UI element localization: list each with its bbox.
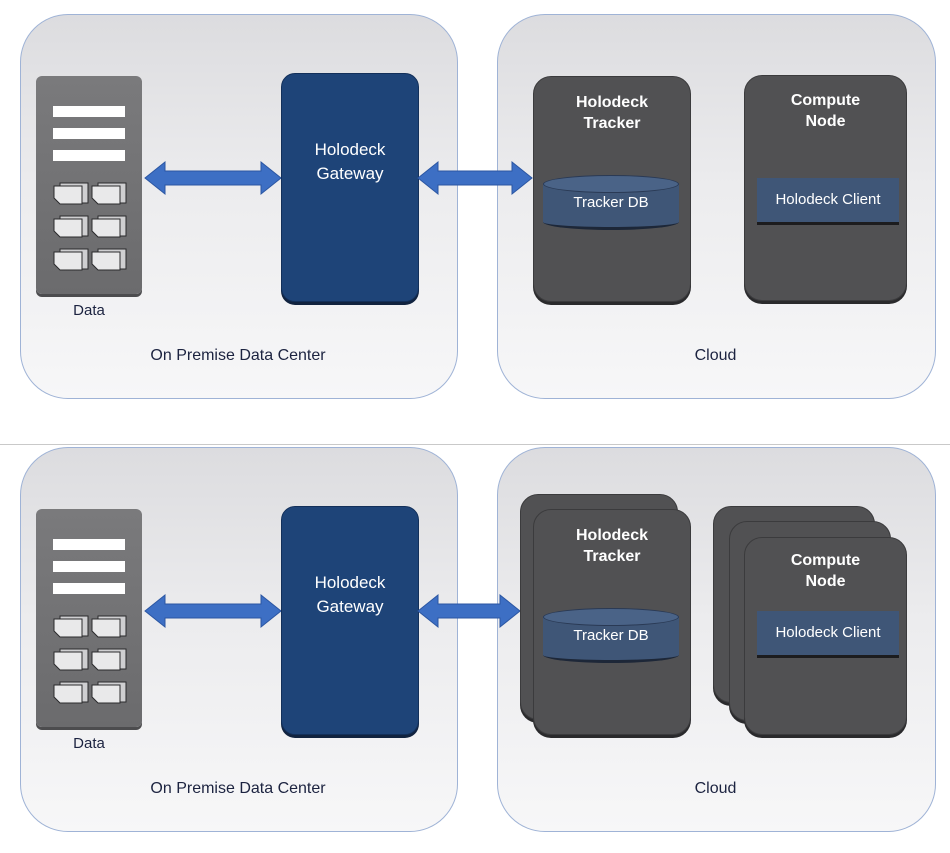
tracker-box: Holodeck Tracker Tracker DB — [533, 509, 691, 735]
compute-node-box: Compute Node Holodeck Client — [744, 537, 907, 735]
diagram-single-instance: Data Holodeck Gateway Holodeck Tracker T… — [0, 0, 950, 420]
server-rack-icon — [36, 509, 142, 727]
gateway-label: Holodeck Gateway — [314, 573, 386, 616]
cloud-label: Cloud — [694, 347, 737, 364]
compute-node-title: Compute Node — [790, 552, 861, 590]
on-premise-label: On Premise Data Center — [150, 780, 326, 797]
bidirectional-arrow-icon — [144, 160, 282, 196]
gateway-label: Holodeck Gateway — [314, 140, 386, 183]
server-rack-icon — [36, 76, 142, 294]
compute-node-box: Compute Node Holodeck Client — [744, 75, 907, 301]
diagram-scaled-instances: Data Holodeck Gateway Holodeck Tracker T… — [0, 433, 950, 853]
tracker-title: Holodeck Tracker — [575, 94, 648, 132]
bidirectional-arrow-icon — [417, 593, 521, 629]
tracker-db-icon: Tracker DB — [543, 606, 679, 664]
compute-node-title: Compute Node — [790, 92, 861, 130]
tracker-title: Holodeck Tracker — [575, 527, 648, 565]
gateway-box: Holodeck Gateway — [281, 73, 419, 302]
document-stack-icon — [53, 615, 127, 704]
holodeck-client-label: Holodeck Client — [775, 191, 881, 208]
holodeck-client-label: Holodeck Client — [775, 624, 881, 641]
divider — [0, 444, 950, 445]
tracker-db-icon: Tracker DB — [543, 173, 679, 231]
holodeck-client-box: Holodeck Client — [757, 611, 899, 658]
holodeck-client-box: Holodeck Client — [757, 178, 899, 225]
tracker-box: Holodeck Tracker Tracker DB — [533, 76, 691, 302]
on-premise-label: On Premise Data Center — [150, 347, 326, 364]
bidirectional-arrow-icon — [417, 160, 533, 196]
data-label: Data — [73, 735, 105, 752]
bidirectional-arrow-icon — [144, 593, 282, 629]
document-stack-icon — [53, 182, 127, 271]
data-label: Data — [73, 302, 105, 319]
cloud-label: Cloud — [694, 780, 737, 797]
tracker-db-label: Tracker DB — [573, 627, 649, 644]
tracker-db-label: Tracker DB — [573, 194, 649, 211]
gateway-box: Holodeck Gateway — [281, 506, 419, 735]
